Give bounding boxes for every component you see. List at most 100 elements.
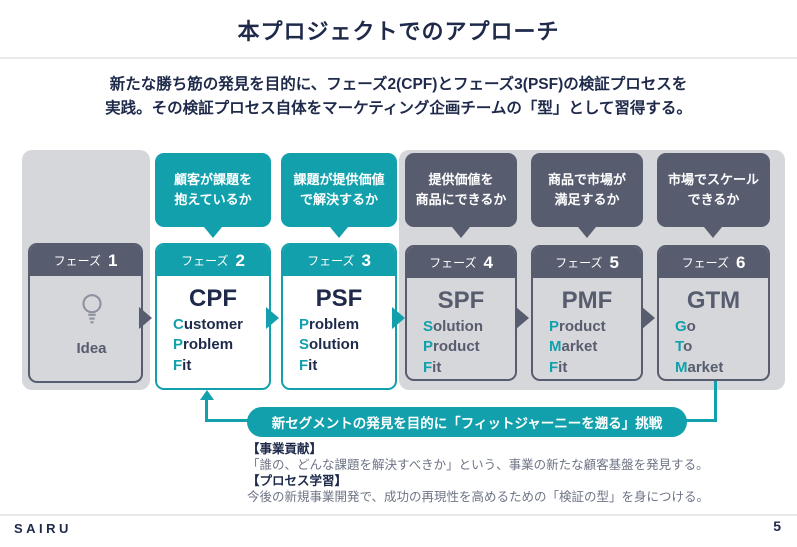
word-rest: it xyxy=(558,358,568,376)
phase-4-header-label: フェーズ xyxy=(429,256,477,270)
phase-2-body: CPF Customer Problem Fit xyxy=(157,276,269,376)
phase-4-card: フェーズ 4 SPF Solution Product Fit xyxy=(405,245,517,381)
phase-5-acronym: PMF xyxy=(561,287,613,314)
word-first-letter: P xyxy=(423,338,434,356)
phase-6-callout-line-1: 市場でスケール xyxy=(667,171,759,187)
phase-4-header: フェーズ 4 xyxy=(407,247,515,278)
phase-6-header: フェーズ 6 xyxy=(659,247,768,278)
phase-5-words: Product Market Fit xyxy=(549,317,606,378)
page-number: 5 xyxy=(773,518,781,534)
phase-1-header: フェーズ 1 xyxy=(30,245,141,276)
note-body-process-learning: 今後の新規事業開発で、成功の再現性を高めるための「検証の型」を身につける。 xyxy=(247,490,710,504)
word-first-letter: M xyxy=(549,338,562,356)
phase-2-words: Customer Problem Fit xyxy=(173,315,243,376)
arrow-phase2-to-phase3-icon xyxy=(266,307,279,329)
word-rest: roduct xyxy=(433,338,480,356)
word-first-letter: M xyxy=(675,358,688,376)
phase-3-callout: 課題が提供価値 で解決するか xyxy=(281,153,397,227)
loopback-line-left-horizontal xyxy=(205,419,249,422)
arrow-phase3-to-phase4-icon xyxy=(392,307,405,329)
phase-1-body: Idea xyxy=(30,276,141,357)
word-rest: olution xyxy=(433,318,483,335)
word-rest: olution xyxy=(309,336,359,354)
phase-6-words: Go To Market xyxy=(675,317,723,378)
phase-6-callout-line-2: できるか xyxy=(687,192,740,207)
word-rest: o xyxy=(683,338,693,356)
phase-3-number: 3 xyxy=(361,250,371,270)
title-divider xyxy=(0,57,797,59)
phase-6-header-label: フェーズ xyxy=(681,256,729,270)
phase-5-body: PMF Product Market Fit xyxy=(533,278,641,378)
phase-2-acronym: CPF xyxy=(189,285,237,312)
phase-2-header: フェーズ 2 xyxy=(157,245,269,276)
word-rest: roduct xyxy=(559,318,606,335)
word-first-letter: C xyxy=(173,316,184,333)
word-first-letter: P xyxy=(299,316,310,333)
phase-3-body: PSF Problem Solution Fit xyxy=(283,276,395,376)
phase-4-callout-tail xyxy=(452,227,470,238)
word-first-letter: S xyxy=(423,318,434,335)
word-rest: o xyxy=(686,318,696,335)
phase-5-card: フェーズ 5 PMF Product Market Fit xyxy=(531,245,643,381)
phase-4-body: SPF Solution Product Fit xyxy=(407,278,515,378)
subtitle: 新たな勝ち筋の発見を目的に、フェーズ2(CPF)とフェーズ3(PSF)の検証プロ… xyxy=(0,73,797,121)
word-rest: it xyxy=(182,356,192,374)
phase-4-callout: 提供価値を 商品にできるか xyxy=(405,153,517,227)
word-rest: arket xyxy=(687,358,724,376)
word-first-letter: G xyxy=(675,318,687,335)
loopback-up-arrow-icon xyxy=(200,390,214,400)
phase-3-header: フェーズ 3 xyxy=(283,245,395,276)
phase-2-callout-line-2: 抱えているか xyxy=(174,192,252,207)
phase-3-acronym: PSF xyxy=(315,285,363,312)
phase-3-header-label: フェーズ xyxy=(307,254,355,268)
phase-4-words: Solution Product Fit xyxy=(423,317,483,378)
note-heading-process-learning: 【プロセス学習】 xyxy=(247,474,348,488)
loopback-pill: 新セグメントの発見を目的に「フィットジャーニーを遡る」挑戦 xyxy=(247,407,687,437)
word-rest: roblem xyxy=(183,336,234,354)
word-first-letter: T xyxy=(675,338,684,356)
phase-5-callout-line-2: 満足するか xyxy=(554,192,620,207)
phase-2-callout: 顧客が課題を 抱えているか xyxy=(155,153,271,227)
word-first-letter: F xyxy=(299,356,309,374)
note-body-business-contribution: 「誰の、どんな課題を解決すべきか」という、事業の新たな顧客基盤を発見する。 xyxy=(247,458,709,472)
word-first-letter: P xyxy=(173,336,184,354)
word-first-letter: F xyxy=(173,356,183,374)
word-rest: it xyxy=(432,358,442,376)
phase-4-acronym: SPF xyxy=(437,287,485,314)
arrow-phase5-to-phase6-icon xyxy=(642,307,655,329)
word-rest: ustomer xyxy=(183,316,244,333)
phase-5-header: フェーズ 5 xyxy=(533,247,641,278)
phase-6-callout: 市場でスケール できるか xyxy=(657,153,770,227)
phase-2-header-label: フェーズ xyxy=(181,254,229,268)
lightbulb-icon xyxy=(81,294,102,324)
phase-3-callout-tail xyxy=(330,227,348,238)
phase-2-number: 2 xyxy=(235,250,245,270)
loopback-line-right-vertical xyxy=(714,381,717,422)
arrow-phase1-to-phase2-icon xyxy=(139,307,152,329)
phase-2-card: フェーズ 2 CPF Customer Problem Fit xyxy=(155,243,271,390)
footer-divider xyxy=(0,514,797,516)
arrow-phase4-to-phase5-icon xyxy=(516,307,529,329)
phase-5-callout: 商品で市場が 満足するか xyxy=(531,153,643,227)
notes-block: 【事業貢献】 「誰の、どんな課題を解決すべきか」という、事業の新たな顧客基盤を発… xyxy=(247,441,792,505)
subtitle-line-2: 実践。その検証プロセス自体をマーケティング企画チームの「型」として習得する。 xyxy=(105,100,692,118)
phase-5-header-label: フェーズ xyxy=(555,256,603,270)
phase-2-callout-tail xyxy=(204,227,222,238)
phase-6-body: GTM Go To Market xyxy=(659,278,768,378)
note-heading-business-contribution: 【事業貢献】 xyxy=(247,442,323,456)
word-first-letter: F xyxy=(549,358,559,376)
word-first-letter: F xyxy=(423,358,433,376)
phase-3-callout-line-1: 課題が提供価値 xyxy=(293,171,385,187)
phase-3-words: Problem Solution Fit xyxy=(299,315,359,376)
phase-6-acronym: GTM xyxy=(686,287,741,314)
phase-1-number: 1 xyxy=(107,250,118,270)
phase-5-callout-tail xyxy=(578,227,596,238)
phase-6-card: フェーズ 6 GTM Go To Market xyxy=(657,245,770,381)
phase-3-callout-line-2: で解決するか xyxy=(299,192,378,207)
subtitle-line-1: 新たな勝ち筋の発見を目的に、フェーズ2(CPF)とフェーズ3(PSF)の検証プロ… xyxy=(109,76,688,93)
word-rest: arket xyxy=(561,338,598,356)
page-title: 本プロジェクトでのアプローチ xyxy=(237,19,560,44)
word-first-letter: S xyxy=(299,336,310,354)
loopback-line-right-horizontal xyxy=(685,419,717,422)
